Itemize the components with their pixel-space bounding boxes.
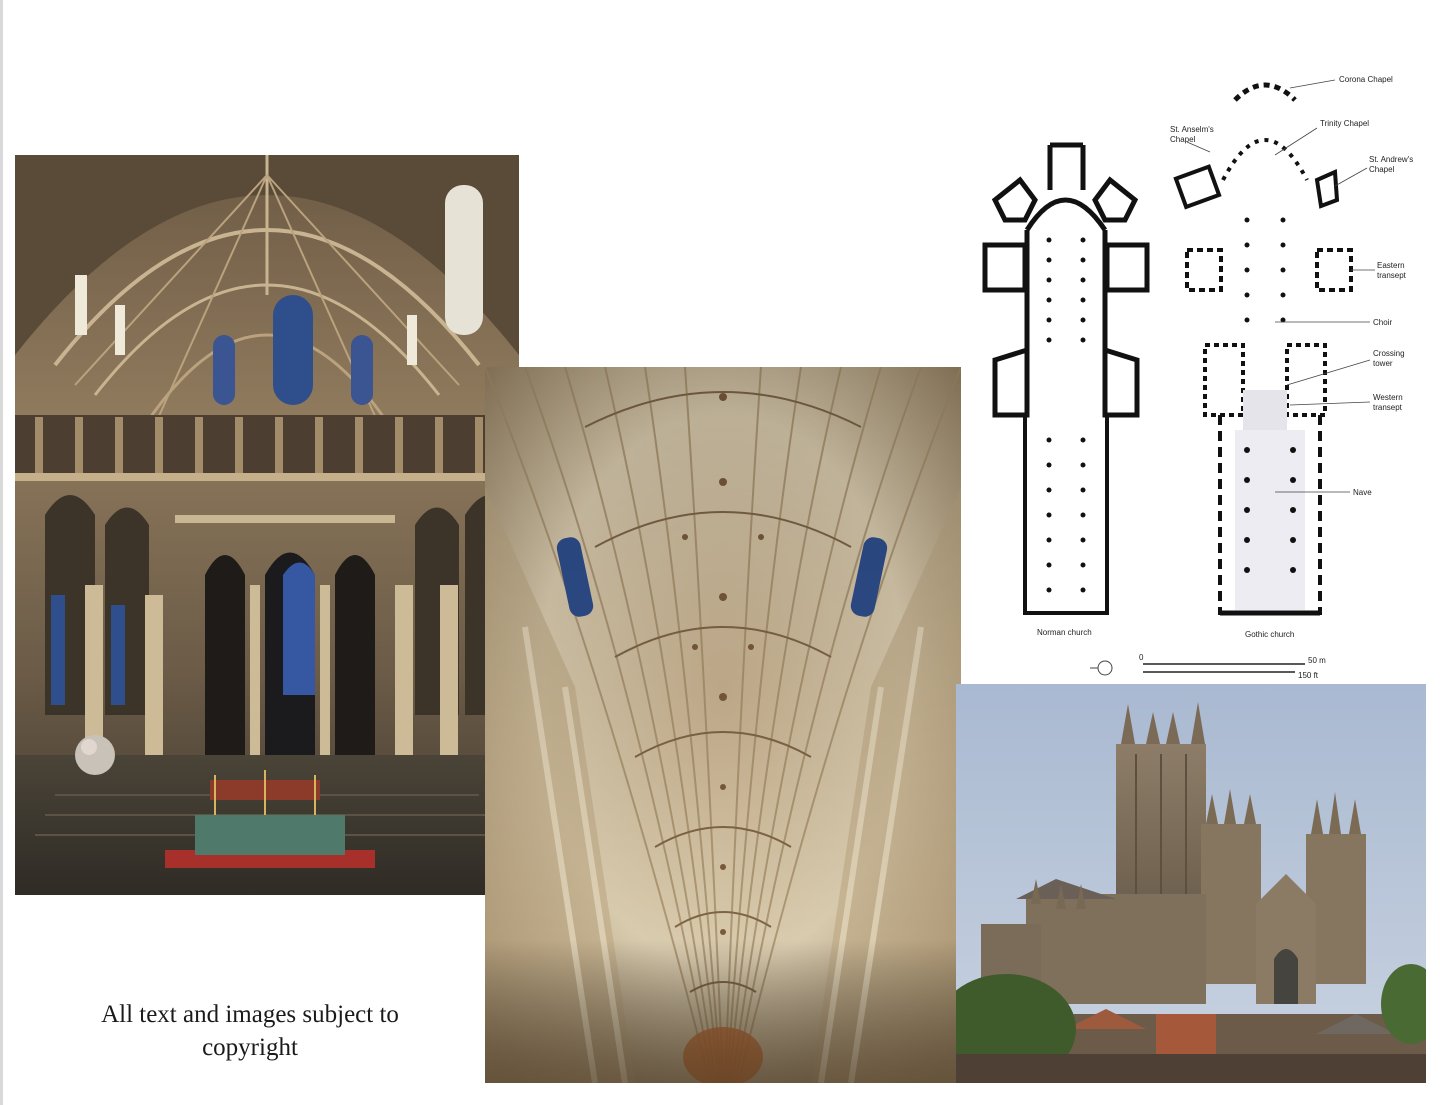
choir-interior-photo: [15, 155, 519, 895]
nave-vault-photo: [485, 367, 961, 1083]
crossing-tower-label: Crossing: [1373, 349, 1405, 358]
norman-church-label: Norman church: [1037, 628, 1092, 637]
norman-church-plan: Norman church: [982, 142, 1150, 637]
eastern-transept-label-line2: transept: [1377, 271, 1407, 280]
corona-chapel-label: Corona Chapel: [1339, 75, 1393, 84]
nave-label: Nave: [1353, 488, 1372, 497]
eastern-transept-label: Eastern: [1377, 261, 1405, 270]
scale-bar: 0 50 m 150 ft: [1090, 653, 1326, 680]
scale-zero-label: 0: [1139, 653, 1144, 662]
copyright-caption-line1: All text and images subject to: [101, 1001, 399, 1028]
copyright-caption: All text and images subject to copyright: [70, 998, 430, 1064]
western-transept-label: Western: [1373, 393, 1403, 402]
cathedral-exterior-photo: [956, 684, 1426, 1083]
scale-feet-label: 150 ft: [1298, 671, 1319, 680]
trinity-chapel-label: Trinity Chapel: [1320, 119, 1369, 128]
st-andrews-chapel-label-line2: Chapel: [1369, 165, 1395, 174]
western-transept-label-line2: transept: [1373, 403, 1403, 412]
scale-meters-label: 50 m: [1308, 656, 1326, 665]
crossing-tower-label-line2: tower: [1373, 359, 1393, 368]
st-anselms-chapel-label-line2: Chapel: [1170, 135, 1196, 144]
north-arrow-icon: [1097, 660, 1113, 676]
choir-label: Choir: [1373, 318, 1392, 327]
st-andrews-chapel-label: St. Andrew's: [1369, 155, 1413, 164]
gothic-church-label: Gothic church: [1245, 630, 1294, 639]
copyright-caption-line2: copyright: [202, 1034, 298, 1061]
st-anselms-chapel-label: St. Anselm's: [1170, 125, 1214, 134]
floor-plan-drawing: Norman church: [965, 60, 1435, 685]
page-edge-rule: [0, 0, 3, 1105]
gothic-church-plan: Gothic church: [1173, 82, 1353, 639]
